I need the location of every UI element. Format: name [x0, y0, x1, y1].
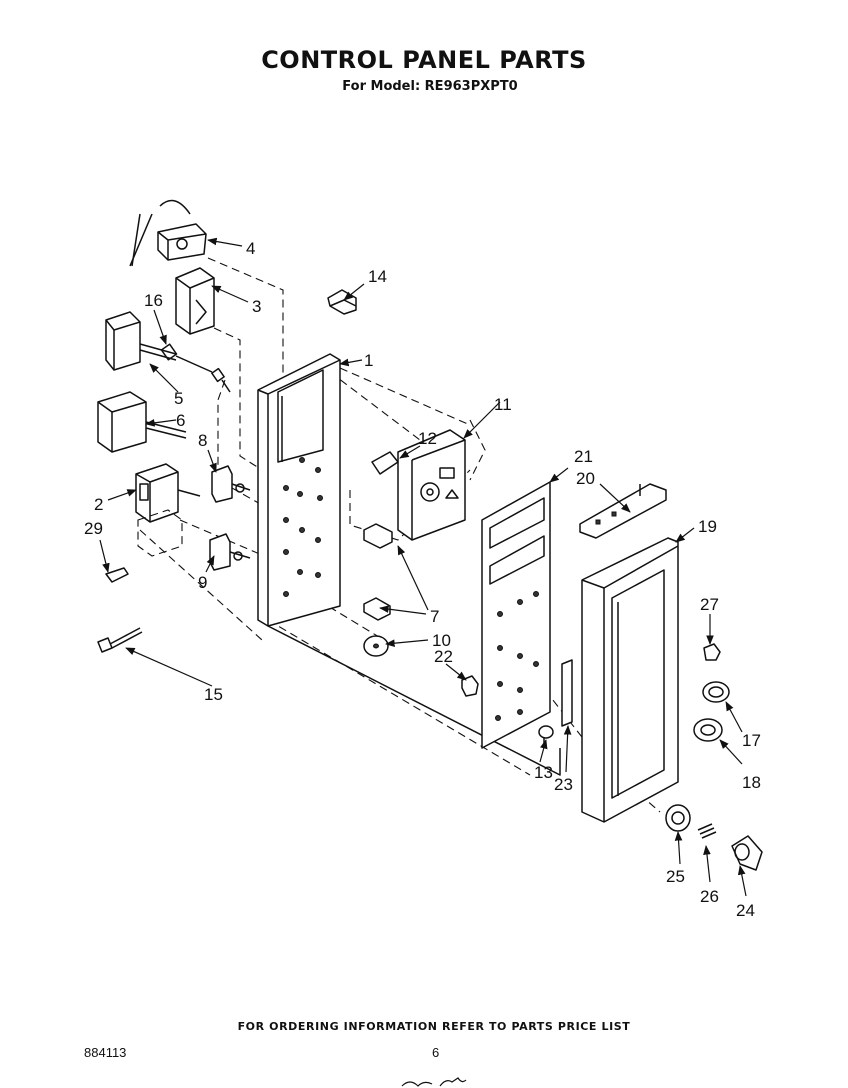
- callout-27: 27: [700, 595, 719, 614]
- callout-14: 14: [368, 267, 387, 286]
- callout-21: 21: [574, 447, 593, 466]
- part-24-knob: [731, 835, 763, 871]
- part-21-control-overlay: [481, 481, 551, 749]
- part-11-timer-module: [371, 429, 466, 541]
- callout-26: 26: [700, 887, 719, 906]
- callout-3: 3: [252, 297, 261, 316]
- callout-13: 13: [534, 763, 553, 782]
- callout-8: 8: [198, 431, 207, 450]
- part-9-switch: [209, 533, 251, 571]
- part-17-knob: [702, 681, 730, 703]
- part-18-knob: [693, 718, 723, 742]
- callout-1: 1: [364, 351, 373, 370]
- part-15-probe: [97, 627, 143, 653]
- document-number: 884113: [84, 1045, 127, 1060]
- callout-22: 22: [434, 647, 453, 666]
- callout-20: 20: [576, 469, 595, 488]
- part-25-knob-base: [665, 804, 691, 832]
- callout-23: 23: [554, 775, 573, 794]
- part-1-panel-frame: [257, 353, 561, 776]
- callout-24: 24: [736, 901, 755, 920]
- part-23-strip: [561, 659, 573, 727]
- callout-6: 6: [176, 411, 185, 430]
- callout-25: 25: [666, 867, 685, 886]
- leader-lines: [99, 237, 747, 897]
- page-title: CONTROL PANEL PARTS: [261, 46, 587, 74]
- callout-16: 16: [144, 291, 163, 310]
- callout-labels: 1 2 3 4 5 6 7 8 9 10 11 12 13 14 15 16 1…: [84, 239, 761, 920]
- model-subtitle: For Model: RE963PXPT0: [342, 79, 518, 94]
- part-16-wire-connector: [160, 343, 231, 393]
- callout-17: 17: [742, 731, 761, 750]
- handwritten-mark: [401, 1077, 467, 1087]
- part-5-switch: [105, 311, 177, 371]
- page-number: 6: [432, 1045, 440, 1060]
- part-2-indicator: [135, 463, 201, 523]
- callout-12: 12: [418, 429, 437, 448]
- part-19-front-frame: [581, 537, 679, 823]
- part-8-switch: [211, 465, 251, 503]
- part-10-washer: [363, 635, 389, 657]
- callout-4: 4: [246, 239, 255, 258]
- callout-15: 15: [204, 685, 223, 704]
- callout-18: 18: [742, 773, 761, 792]
- part-20-bracket: [579, 483, 667, 539]
- callout-10: 10: [432, 631, 451, 650]
- part-26-spring: [697, 823, 717, 839]
- part-7-bushing: [363, 523, 393, 621]
- callout-2: 2: [94, 495, 103, 514]
- callout-11: 11: [494, 395, 512, 414]
- callout-5: 5: [174, 389, 183, 408]
- part-13-screw: [538, 725, 554, 748]
- ordering-note: FOR ORDERING INFORMATION REFER TO PARTS …: [237, 1020, 631, 1033]
- callout-7: 7: [430, 607, 439, 626]
- part-6-motor: [97, 391, 187, 453]
- callout-9: 9: [198, 573, 207, 592]
- part-22-nut: [461, 675, 479, 697]
- part-29-connector: [105, 509, 183, 583]
- part-4-switch: [129, 199, 207, 267]
- part-27-clip: [703, 643, 721, 661]
- part-3-switch: [175, 267, 215, 335]
- callout-19: 19: [698, 517, 717, 536]
- callout-29: 29: [84, 519, 103, 538]
